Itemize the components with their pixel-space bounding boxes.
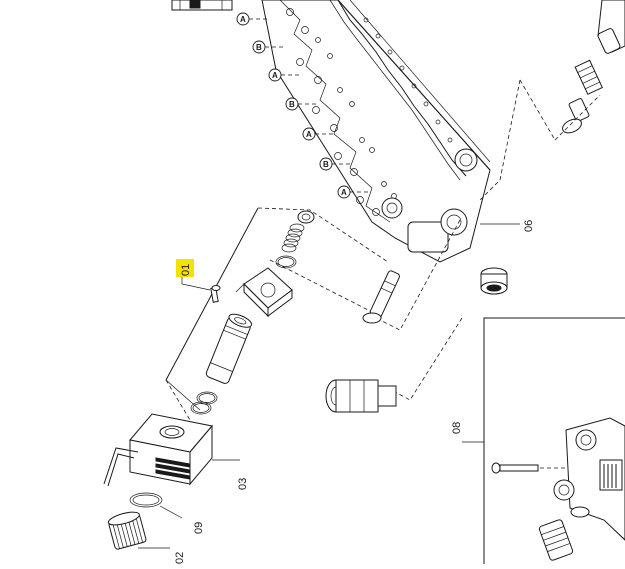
port-marker: B — [285, 97, 317, 111]
svg-text:B: B — [289, 100, 295, 109]
callout-06: 06 — [523, 220, 535, 232]
bolt — [491, 462, 575, 474]
armature-tube — [205, 313, 253, 384]
top-plug — [171, 0, 233, 11]
svg-text:B: B — [256, 43, 262, 52]
callout-08: 08 — [451, 422, 463, 434]
port-marker: B — [252, 40, 284, 54]
valve-body-inset — [538, 417, 625, 561]
valve-manifold — [261, 0, 520, 263]
svg-text:A: A — [306, 130, 312, 139]
knurled-nut — [107, 511, 170, 550]
port-marker: A — [302, 127, 334, 141]
right-cartridge-valve — [519, 0, 625, 141]
assembly-guides — [165, 79, 521, 421]
port-marker: A — [337, 185, 369, 199]
callout-03: 03 — [237, 478, 249, 490]
svg-text:A: A — [240, 15, 246, 24]
callout-02: 02 — [174, 552, 186, 564]
cartridge-valve — [362, 270, 400, 324]
o-rings — [190, 391, 218, 415]
svg-text:A: A — [341, 188, 347, 197]
seal-spring-stack — [275, 210, 315, 269]
callout-09: 09 — [193, 522, 205, 534]
small-screw — [210, 285, 221, 303]
port-marker: A — [268, 68, 300, 82]
inset-assembly-box — [462, 317, 625, 564]
cap-plug — [480, 267, 508, 295]
port-marker: A — [236, 12, 268, 26]
retainer-bracket — [235, 267, 293, 318]
callout-leaders — [165, 276, 211, 411]
fitting — [325, 379, 397, 413]
spring — [281, 223, 305, 253]
highlight-box — [176, 259, 194, 277]
manifold-holes — [286, 8, 453, 216]
solenoid-coil — [103, 413, 240, 487]
svg-text:B: B — [323, 160, 329, 169]
svg-text:A: A — [272, 71, 278, 80]
callout-01: 01 — [176, 259, 194, 277]
washer — [129, 492, 183, 519]
port-marker: B — [319, 157, 351, 171]
svg-text:01: 01 — [180, 264, 192, 276]
port-letter-markers: A B A B A B A — [236, 12, 369, 199]
